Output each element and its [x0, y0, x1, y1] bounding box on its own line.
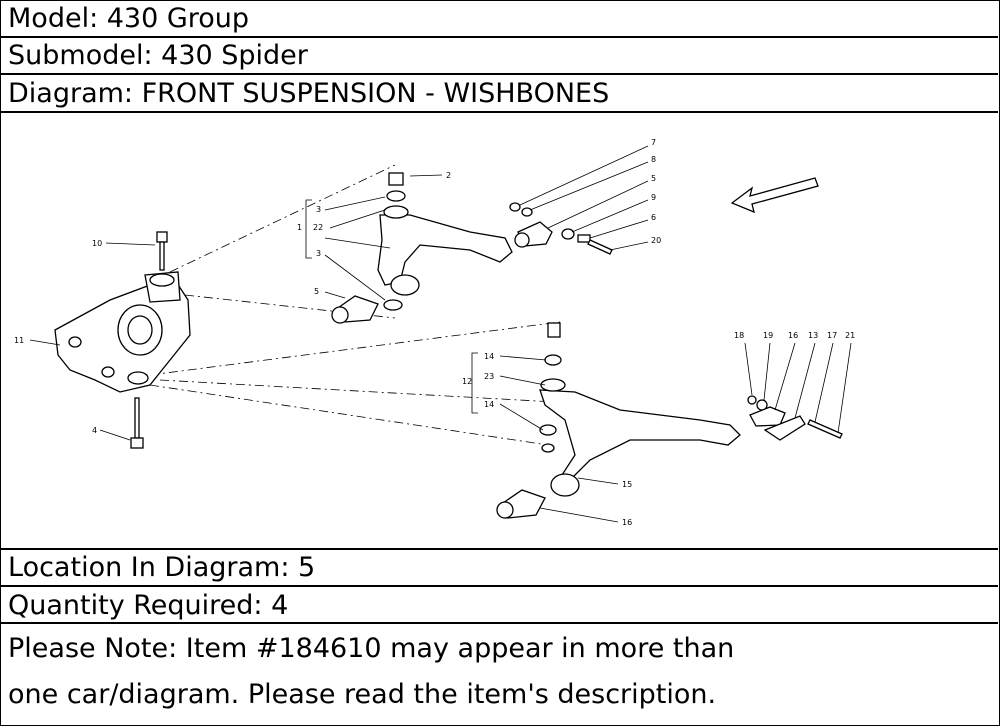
callout-18: 18: [734, 331, 744, 340]
washer-8-part: [521, 207, 533, 217]
bushing-5-left-part: [331, 295, 379, 324]
bolt-4-part: [130, 397, 144, 449]
note-line-1: Please Note: Item #184610 may appear in …: [8, 633, 735, 664]
callout-8: 8: [651, 155, 656, 164]
callout-21: 21: [845, 331, 855, 340]
bushing-5-right-part: [514, 221, 553, 248]
callout-20: 20: [651, 236, 661, 245]
callout-11: 11: [14, 336, 24, 345]
cap-part: [541, 443, 555, 453]
bushing-16-part: [496, 489, 546, 519]
callout-16-lower: 16: [622, 518, 632, 527]
washer-9-part: [561, 228, 575, 240]
bolt-10-part: [156, 231, 168, 271]
suspension-diagram-svg: 10 11 4 2 3 1 22 3 5 7 8 5 9 6 20 14 12 …: [14, 138, 855, 527]
callout-9: 9: [651, 193, 656, 202]
hub-carrier-part: [54, 271, 191, 393]
bushing-2-part: [388, 172, 404, 186]
callout-16-right: 16: [788, 331, 798, 340]
callout-14-upper: 14: [484, 352, 494, 361]
callout-3-lower: 3: [316, 249, 321, 258]
note-block: Please Note: Item #184610 may appear in …: [0, 624, 998, 724]
callout-5-left: 5: [314, 287, 319, 296]
callout-4: 4: [92, 426, 97, 435]
bolt-21-part: [807, 419, 843, 439]
upper-wishbone-part: [377, 205, 513, 296]
callout-1: 1: [297, 223, 302, 232]
washer-14-upper-part: [544, 354, 562, 366]
callout-2: 2: [446, 171, 451, 180]
callout-6: 6: [651, 213, 656, 222]
spacer-6-part: [577, 234, 591, 243]
callout-22: 22: [313, 223, 323, 232]
washer-14-lower-part: [539, 424, 557, 436]
lower-wishbone-part: [539, 378, 741, 497]
bracket-13-part: [763, 415, 806, 441]
nut-7-part: [509, 202, 521, 212]
direction-arrow-icon: [730, 177, 819, 214]
parts-diagram: 10 11 4 2 3 1 22 3 5 7 8 5 9 6 20 14 12 …: [0, 113, 998, 550]
washer-3-upper-part: [386, 190, 406, 202]
callout-12: 12: [462, 377, 472, 386]
bushing-16-right-part: [749, 406, 786, 427]
callout-14-lower: 14: [484, 400, 494, 409]
submodel-row: Submodel: 430 Spider: [0, 38, 998, 75]
callout-10: 10: [92, 239, 102, 248]
callout-13: 13: [808, 331, 818, 340]
callout-15: 15: [622, 480, 632, 489]
callout-3-upper: 3: [316, 205, 321, 214]
model-row: Model: 430 Group: [0, 0, 998, 38]
location-row: Location In Diagram: 5: [0, 548, 998, 587]
bushing-top-part: [547, 322, 561, 338]
callout-19: 19: [763, 331, 773, 340]
washer-3-lower-part: [383, 299, 403, 311]
diagram-title-row: Diagram: FRONT SUSPENSION - WISHBONES: [0, 75, 998, 113]
quantity-row: Quantity Required: 4: [0, 587, 998, 624]
note-line-2: one car/diagram. Please read the item's …: [8, 679, 717, 710]
bolt-20-part: [587, 239, 613, 255]
callout-23: 23: [484, 372, 494, 381]
callout-5-right: 5: [651, 174, 656, 183]
callout-7: 7: [651, 138, 656, 147]
nut-18-part: [747, 395, 757, 405]
callout-17: 17: [827, 331, 837, 340]
